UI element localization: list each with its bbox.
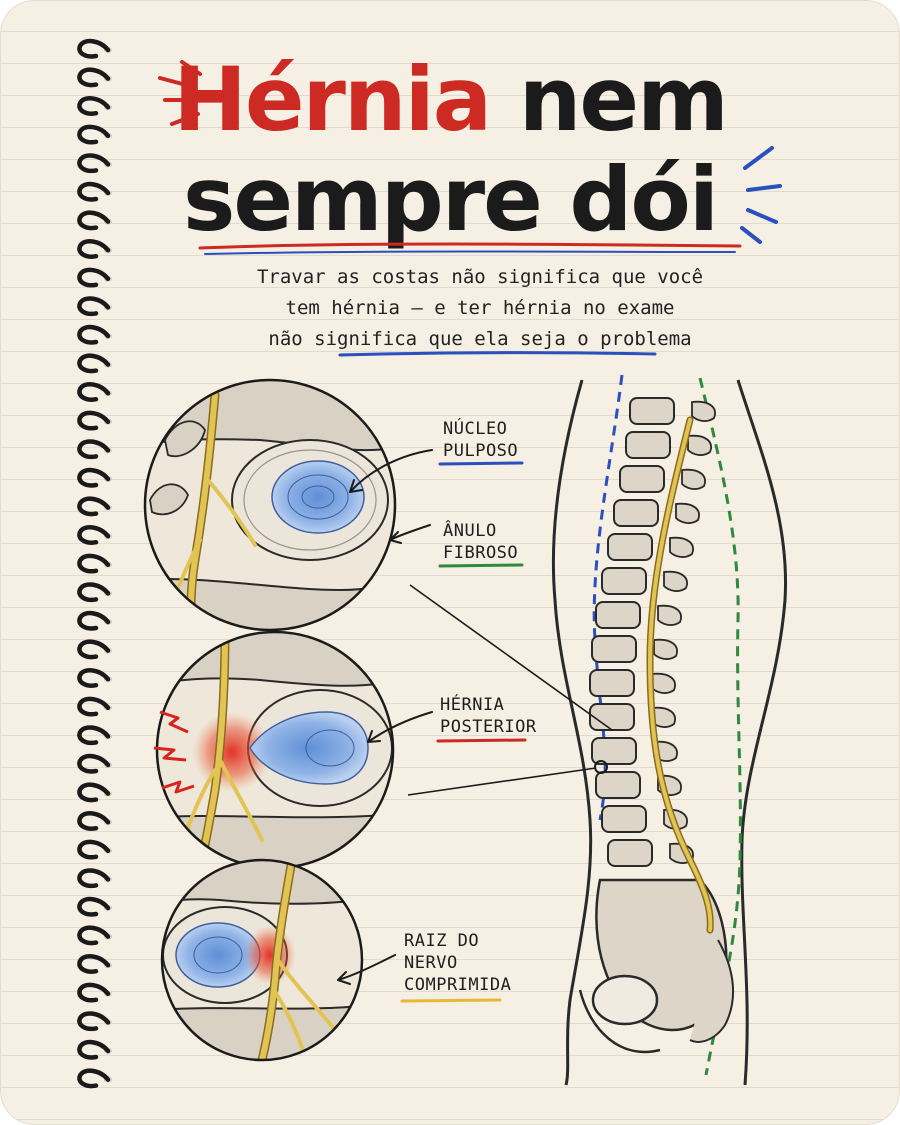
vertebra bbox=[589, 669, 635, 697]
binding-ring bbox=[77, 668, 112, 688]
binding-ring bbox=[77, 925, 112, 946]
binding-ring bbox=[77, 181, 112, 202]
title-accent-strokes-blue bbox=[740, 146, 782, 244]
binding-ring bbox=[77, 38, 112, 59]
vertebra bbox=[589, 703, 635, 731]
label-herniation-line-2: POSTERIOR bbox=[440, 717, 537, 737]
spiral-binding bbox=[77, 38, 112, 1089]
binding-ring bbox=[77, 324, 112, 345]
spinous-process bbox=[653, 638, 678, 660]
title-rest: nem bbox=[490, 48, 729, 151]
vertebra bbox=[607, 839, 653, 867]
disc-view-herniated bbox=[153, 630, 395, 870]
subtitle-underline bbox=[338, 351, 657, 357]
vertebra bbox=[591, 737, 637, 765]
label-annulus-line-2: FIBROSO bbox=[443, 543, 519, 563]
subtitle-line-3: não significa que ela seja o problema bbox=[268, 328, 692, 350]
binding-ring bbox=[77, 496, 112, 517]
binding-ring bbox=[77, 153, 112, 174]
disc-view-healthy bbox=[143, 378, 397, 632]
spinous-process bbox=[681, 468, 706, 490]
vertebra bbox=[607, 533, 653, 561]
spinous-process bbox=[691, 400, 716, 422]
binding-ring bbox=[77, 582, 112, 603]
binding-ring bbox=[77, 96, 112, 116]
binding-ring bbox=[77, 982, 112, 1003]
binding-ring bbox=[77, 696, 112, 717]
vertebra bbox=[601, 567, 647, 595]
binding-ring bbox=[77, 267, 112, 288]
label-nucleus-line-1: NÚCLEO bbox=[443, 419, 508, 439]
annulus-underline bbox=[438, 563, 524, 568]
binding-ring bbox=[77, 553, 112, 574]
vertebra bbox=[591, 635, 637, 663]
label-nerve-root-line-2: NERVO bbox=[404, 953, 458, 973]
binding-ring bbox=[77, 1039, 112, 1060]
pain-lightning-icon bbox=[153, 710, 195, 794]
label-compressed-nerve-root: RAIZ DO NERVO COMPRIMIDA bbox=[404, 930, 511, 996]
subtitle-line-2: tem hérnia — e ter hérnia no exame bbox=[285, 297, 675, 319]
label-annulus-line-1: ÂNULO bbox=[443, 521, 497, 541]
binding-ring bbox=[77, 639, 112, 660]
label-nucleus-pulposus: NÚCLEO PULPOSO bbox=[443, 418, 518, 462]
binding-ring bbox=[77, 210, 112, 231]
label-annulus-fibrosus: ÂNULO FIBROSO bbox=[443, 520, 518, 564]
binding-ring bbox=[77, 382, 112, 402]
binding-ring bbox=[77, 467, 112, 488]
label-posterior-herniation: HÉRNIA POSTERIOR bbox=[440, 694, 537, 738]
vertebra bbox=[619, 465, 665, 493]
label-nerve-root-line-1: RAIZ DO bbox=[404, 931, 480, 951]
binding-ring bbox=[77, 525, 112, 545]
title-accent-strokes-red bbox=[158, 60, 202, 126]
binding-ring bbox=[77, 896, 112, 917]
title-highlight-word: Hérnia bbox=[173, 48, 492, 151]
label-nucleus-line-2: PULPOSO bbox=[443, 441, 519, 461]
spinous-process bbox=[663, 570, 688, 592]
label-herniation-line-1: HÉRNIA bbox=[440, 695, 505, 715]
title-underline bbox=[198, 242, 742, 250]
spinous-process bbox=[669, 536, 694, 558]
binding-ring bbox=[77, 67, 112, 88]
binding-ring bbox=[77, 439, 112, 460]
subtitle-line-1: Travar as costas não significa que você bbox=[256, 266, 704, 288]
title-line-2: sempre dói bbox=[182, 148, 719, 251]
spinous-process bbox=[657, 604, 682, 626]
vertebra bbox=[595, 601, 641, 629]
spine-illustration bbox=[551, 374, 788, 1086]
binding-ring bbox=[77, 811, 112, 831]
title-line-1: Hérnia nem bbox=[0, 56, 900, 144]
binding-ring bbox=[77, 868, 112, 889]
vertebra bbox=[595, 771, 641, 799]
vertebra bbox=[629, 397, 675, 425]
disc-view-nerve-compression bbox=[160, 858, 364, 1062]
binding-ring bbox=[77, 410, 112, 431]
binding-ring bbox=[77, 610, 112, 631]
binding-ring bbox=[77, 725, 112, 746]
binding-ring bbox=[77, 954, 112, 974]
binding-ring bbox=[77, 1011, 112, 1032]
connector-lines bbox=[407, 584, 613, 796]
binding-ring bbox=[77, 753, 112, 774]
spinous-process bbox=[675, 502, 700, 524]
binding-ring bbox=[77, 839, 112, 860]
binding-ring bbox=[77, 353, 112, 374]
spinous-process bbox=[651, 672, 676, 694]
binding-ring bbox=[77, 782, 112, 803]
vertebra bbox=[625, 431, 671, 459]
vertebra bbox=[601, 805, 647, 833]
binding-ring bbox=[77, 124, 112, 145]
subtitle: Travar as costas não significa que você … bbox=[175, 262, 785, 355]
spinous-process bbox=[687, 434, 712, 456]
binding-ring bbox=[77, 1068, 112, 1089]
herniation-underline bbox=[436, 738, 527, 743]
binding-ring bbox=[77, 296, 112, 317]
vertebra bbox=[613, 499, 659, 527]
label-nerve-root-line-3: COMPRIMIDA bbox=[404, 975, 512, 995]
nerve-root-underline bbox=[400, 998, 502, 1003]
callout-arrows bbox=[337, 449, 433, 985]
nucleus-underline bbox=[438, 461, 524, 466]
binding-ring bbox=[77, 239, 112, 259]
